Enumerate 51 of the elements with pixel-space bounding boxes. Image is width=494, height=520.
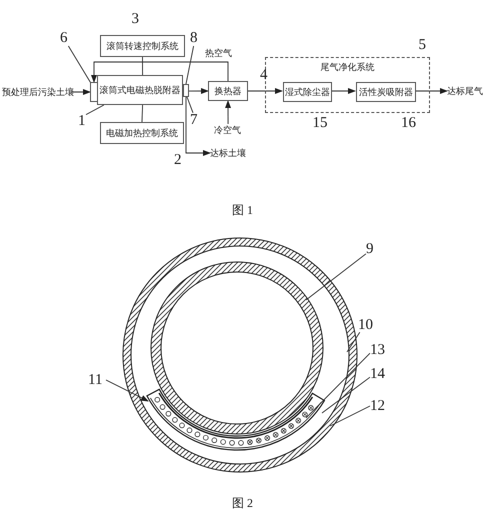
leader-line xyxy=(322,376,370,414)
process-box: 湿式除尘器 xyxy=(283,82,332,102)
leader-line xyxy=(86,104,104,116)
arrow xyxy=(91,62,228,83)
arrow xyxy=(330,88,356,94)
reference-number: 15 xyxy=(312,115,328,131)
leader-arrow xyxy=(106,380,149,402)
callout-number: 1 xyxy=(78,113,88,129)
arrow xyxy=(188,88,209,94)
leader-line xyxy=(306,253,366,300)
process-box: 滚筒式电磁热脱附器 xyxy=(97,75,183,105)
figure-caption: 图 2 xyxy=(232,496,253,510)
process-box: 换热器 xyxy=(208,81,248,101)
flow-text: 冷空气 xyxy=(214,124,244,136)
callout-number: 6 xyxy=(60,30,72,46)
reference-number: 16 xyxy=(401,115,416,131)
callout-number: 14 xyxy=(370,366,388,382)
outlet-box xyxy=(183,84,189,97)
process-box: 电磁加热控制系统 xyxy=(100,122,184,144)
callout-number: 7 xyxy=(190,112,200,128)
callout-number: 13 xyxy=(370,342,388,358)
arrow xyxy=(414,88,448,94)
leader-line xyxy=(186,96,194,114)
reference-number: 2 xyxy=(174,152,182,168)
callout-number: 12 xyxy=(370,398,388,414)
leader-line xyxy=(330,406,370,426)
connector-line xyxy=(142,104,144,122)
reference-number: 4 xyxy=(260,67,268,83)
reference-number: 3 xyxy=(132,11,139,27)
callout-number: 9 xyxy=(366,241,376,257)
arrow xyxy=(186,96,211,156)
connector-line xyxy=(142,56,144,76)
arrow xyxy=(72,89,91,95)
leader-line xyxy=(346,332,360,352)
leader-line xyxy=(306,352,370,418)
process-box: 滚筒转速控制系统 xyxy=(100,35,185,57)
flow-text: 达标土壤 xyxy=(210,147,250,159)
figure-caption: 图 1 xyxy=(232,203,253,217)
callout-number: 11 xyxy=(88,372,106,388)
leader-line xyxy=(68,46,92,84)
leader-line xyxy=(186,46,194,84)
edge-label: 热空气 xyxy=(205,48,232,59)
callout-number: 8 xyxy=(190,30,202,46)
callout-number: 10 xyxy=(358,317,376,333)
group-title: 尾气净化系统 xyxy=(320,62,376,73)
arrow xyxy=(248,88,283,94)
reference-number: 5 xyxy=(418,37,426,53)
process-box: 活性炭吸附器 xyxy=(356,82,416,102)
flow-text: 预处理后污染土壤 xyxy=(2,86,72,98)
arrow xyxy=(225,100,232,124)
flow-text: 达标尾气 xyxy=(447,85,487,97)
